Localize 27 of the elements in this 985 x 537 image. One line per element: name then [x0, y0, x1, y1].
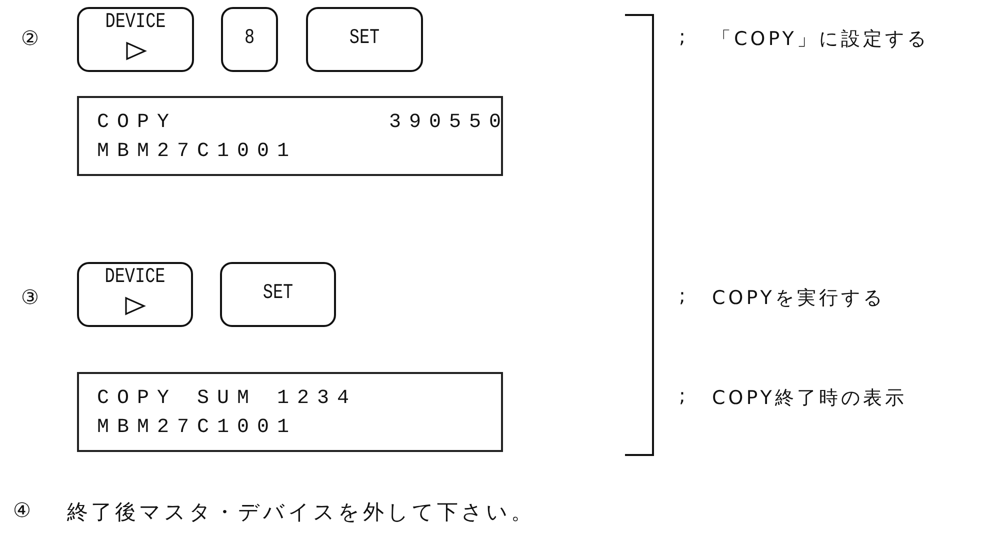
display-text: COPY SUM 1234 [97, 387, 358, 410]
key-button [221, 7, 278, 72]
note-text: COPYを実行する [712, 286, 885, 311]
key-button [77, 7, 194, 72]
instruction-text: 終了後マスタ・デバイスを外して下さい。 [67, 499, 535, 526]
step-number: ③ [21, 285, 42, 309]
key-button [220, 262, 336, 327]
note-text: 「COPY」に設定する [712, 27, 929, 52]
key-label: SET [262, 282, 294, 305]
key-label: DEVICE [104, 266, 166, 289]
separator: ; [679, 285, 688, 307]
display-text: MBM27C1001 [97, 416, 298, 439]
display-text: MBM27C1001 [97, 140, 298, 163]
key-button [77, 262, 193, 327]
display-text: COPY [97, 111, 178, 134]
key-label: 8 [243, 27, 256, 50]
key-button [306, 7, 423, 72]
note-text: COPY終了時の表示 [712, 386, 907, 411]
key-label: SET [348, 27, 381, 50]
step-number: ④ [13, 498, 34, 522]
step-number: ② [21, 26, 42, 50]
separator: ; [679, 385, 688, 407]
separator: ; [679, 26, 688, 48]
display-text: 390550 [389, 111, 510, 134]
display-screen [77, 96, 503, 176]
key-label: DEVICE [104, 11, 167, 34]
display-screen [77, 372, 503, 452]
